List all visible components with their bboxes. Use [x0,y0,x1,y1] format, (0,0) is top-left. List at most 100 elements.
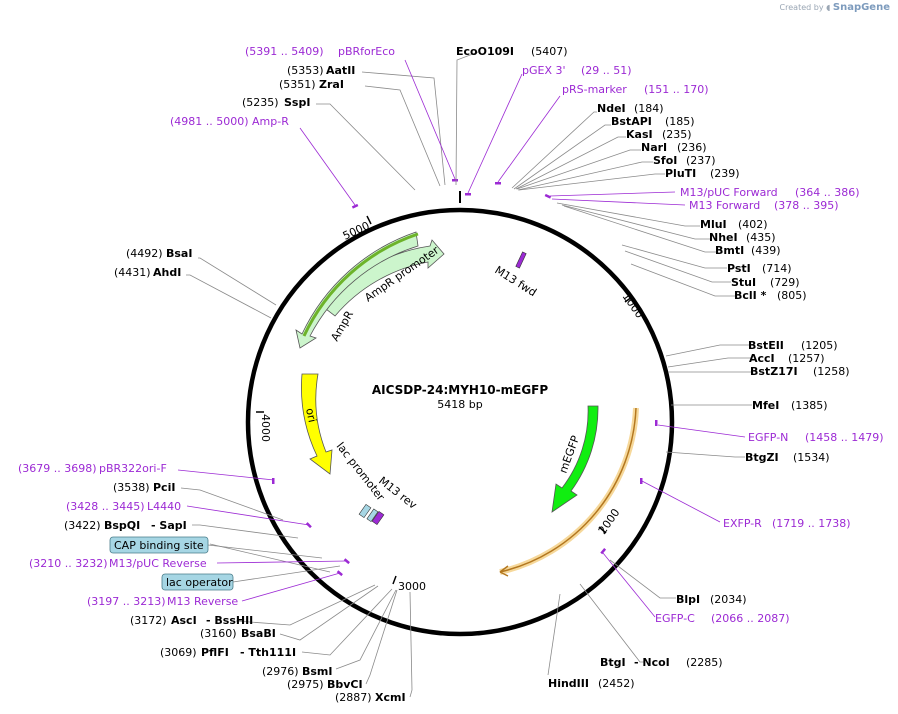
plasmid-name: AICSDP-24:MYH10-mEGFP [372,383,549,397]
primer-marks [272,179,658,577]
site-name-bstz17i: BstZ17I [750,365,798,378]
site-name-sapi: - SapI [151,519,187,532]
site-pos-mlui: (402) [738,218,768,231]
primer-range-pbrforeco: (5391 .. 5409) [245,45,324,58]
megfp-outline-arrowhead [499,565,509,577]
site-name-mlui: MluI [700,218,727,231]
site-pos-ahdi: (4431) [114,266,151,279]
site-name-zrai: ZraI [319,78,344,91]
site-pos-sspi: (5235) [242,96,279,109]
site-name-sspi: SspI [284,96,310,109]
lac-operator-box: lac operator [161,565,341,591]
site-name-ndei: NdeI [597,102,626,115]
primer-name-m13-reverse: M13 Reverse [167,595,238,608]
site-name-mfei: MfeI [752,399,779,412]
snapgene-logo-icon: ◖ [826,3,831,12]
site-name-nhei: NheI [709,231,738,244]
site-name-asci: AscI [171,614,197,627]
site-pos-kasi: (235) [662,128,692,141]
site-pos-bspqi: (3422) [64,519,101,532]
site-name-ncoi: - NcoI [634,656,670,669]
primer-range-exfp-r: (1719 .. 1738) [772,517,851,530]
site-pos-bstz17i: (1258) [813,365,850,378]
site-name-pluti: PluTI [665,167,696,180]
primer-name-pbr322ori-f: pBR322ori-F [99,462,167,475]
site-pos-btgzi: (1534) [793,451,830,464]
site-name-bbvci: BbvCI [327,678,363,691]
primer-name-m13-forward: M13 Forward [689,199,760,212]
site-name-hindiii: HindIII [548,677,589,690]
primer-range-m13puc-forward: (364 .. 386) [795,186,860,199]
m13-fwd-label: M13 fwd [492,264,538,300]
site-pos-aatii: (5353) [287,64,324,77]
site-pos-ecoo109i: (5407) [531,45,568,58]
cap-binding-site-box: CAP binding site [109,536,323,559]
lac-operator-label: lac operator [166,576,233,589]
site-pos-pluti: (239) [710,167,740,180]
megfp-feature [551,405,599,513]
site-pos-hindiii: (2452) [598,677,635,690]
site-name-bcli: BclI * [734,289,767,302]
primer-range-m13puc-reverse: (3210 .. 3232) [29,557,108,570]
m13-fwd-mark [515,251,527,269]
site-name-aatii: AatII [326,64,355,77]
site-pos-mfei: (1385) [791,399,828,412]
site-pos-blpi: (2034) [710,593,747,606]
snapgene-watermark: Created by ◖ SnapGene [780,2,890,13]
site-name-stui: StuI [731,276,756,289]
site-pos-ncoi: (2285) [686,656,723,669]
site-pos-bcli: (805) [777,289,807,302]
ori-label: ori [303,407,319,424]
site-name-psti: PstI [727,262,751,275]
primer-name-egfp-c: EGFP-C [655,612,695,625]
site-pos-acci: (1257) [788,352,825,365]
site-pos-bstapi: (185) [665,115,695,128]
site-name-bsai: BsaI [166,247,192,260]
site-name-xcmi: XcmI [375,691,406,704]
site-pos-bbvci: (2975) [287,678,324,691]
site-pos-bsai: (4492) [126,247,163,260]
site-pos-zrai: (5351) [279,78,316,91]
primer-name-egfp-n: EGFP-N [748,431,788,444]
primer-name-exfp-r: EXFP-R [723,517,762,530]
primer-name-l4440: L4440 [147,500,181,513]
ampr-highlight [302,232,419,337]
primer-name-m13puc-forward: M13/pUC Forward [680,186,778,199]
site-pos-pflfi: (3069) [160,646,197,659]
site-pos-stui: (729) [770,276,800,289]
site-name-bmti: BmtI [715,244,744,257]
primer-range-ampr: (4981 .. 5000) [170,115,249,128]
tick-4000: 4000 [259,414,272,442]
site-name-ecoo109i: EcoO109I [456,45,514,58]
primer-range-pgex3: (29 .. 51) [581,64,632,77]
site-name-sfoi: SfoI [653,154,677,167]
site-pos-nari: (236) [677,141,707,154]
site-pos-nhei: (435) [746,231,776,244]
watermark-brand: SnapGene [832,2,890,13]
plasmid-length: 5418 bp [437,398,482,411]
site-name-bsteii: BstEII [748,339,784,352]
site-pos-sfoi: (237) [686,154,716,167]
primer-range-egfp-c: (2066 .. 2087) [711,612,790,625]
site-name-bsmi: BsmI [302,665,333,678]
site-leader-lines [180,51,752,698]
primer-leader-lines [177,59,746,618]
site-name-bsabi: BsaBI [241,627,276,640]
primer-range-egfp-n: (1458 .. 1479) [805,431,884,444]
ampr-feature [295,231,419,349]
site-name-btgzi: BtgZI [745,451,779,464]
site-pos-psti: (714) [762,262,792,275]
primer-name-pbrforeco: pBRforEco [338,45,395,58]
site-name-ahdi: AhdI [153,266,181,279]
megfp-outline-arc-core [499,407,637,573]
backbone-circle [245,207,675,637]
site-name-pflfi: PflFI [201,646,229,659]
site-name-bspqi: BspQI [104,519,140,532]
cap-binding-site-label: CAP binding site [114,539,204,552]
site-pos-pcii: (3538) [113,481,150,494]
site-name-bstapi: BstAPI [611,115,652,128]
primer-name-m13puc-reverse: M13/pUC Reverse [109,557,207,570]
site-name-pcii: PciI [153,481,175,494]
m13-rev-mark [371,510,385,526]
